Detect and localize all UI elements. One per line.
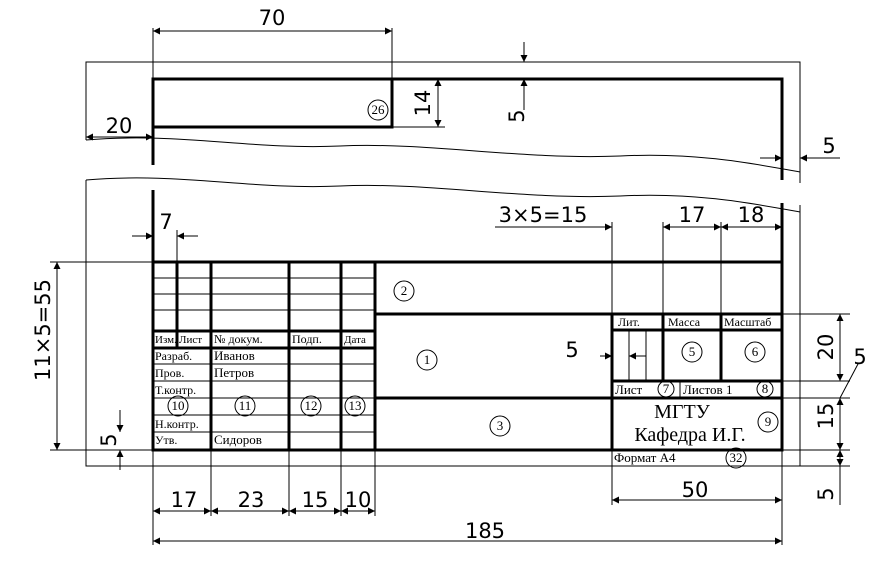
header-mass: Масса <box>668 315 701 329</box>
dim-height-twenty: 20 <box>814 334 838 361</box>
sheets-count-label: Листов 1 <box>683 382 732 397</box>
marker-3: 3 <box>497 418 504 433</box>
dim-bottom-five: 5 <box>814 487 838 500</box>
dim-height-five: 5 <box>853 345 866 369</box>
name-check: Петров <box>214 365 254 380</box>
format-label: Формат А4 <box>614 450 676 465</box>
field-markers: 26 2 1 3 5 6 7 8 9 10 11 12 13 32 <box>167 99 779 469</box>
drawing-frame <box>151 77 784 452</box>
marker-2: 2 <box>401 283 408 298</box>
dim-top-width: 70 <box>259 6 286 30</box>
dim-field-height: 14 <box>411 90 435 117</box>
org-line-2: Кафедра И.Г. <box>634 424 745 446</box>
title-block-text: Изм. Лист № докум. Подп. Дата Разраб. Пр… <box>155 315 771 465</box>
role-check: Пров. <box>155 366 184 380</box>
marker-1: 1 <box>424 352 431 367</box>
marker-32: 32 <box>730 450 743 465</box>
dim-cols-small: 3×5=15 <box>499 203 588 227</box>
marker-7: 7 <box>663 381 670 396</box>
dim-rows-total: 11×5=55 <box>31 279 55 381</box>
dimension-lines <box>50 27 859 545</box>
dim-col-mass: 17 <box>679 203 706 227</box>
dim-left-margin: 20 <box>106 114 133 138</box>
dim-height-fifteen: 15 <box>814 403 838 430</box>
role-develop: Разраб. <box>155 349 192 363</box>
dim-col-10: 10 <box>345 488 372 512</box>
role-tcontrol: Т.контр. <box>155 383 196 397</box>
marker-11: 11 <box>239 398 252 413</box>
dim-row-five-left: 5 <box>97 433 121 446</box>
marker-9: 9 <box>765 414 772 429</box>
dim-width-fifty: 50 <box>682 478 709 502</box>
dim-total-185: 185 <box>465 519 505 543</box>
marker-26: 26 <box>372 102 386 117</box>
header-lit: Лит. <box>618 315 640 329</box>
marker-13: 13 <box>349 398 362 413</box>
name-develop: Иванов <box>214 348 255 363</box>
header-date: Дата <box>344 334 366 346</box>
dim-right-margin: 5 <box>822 134 835 158</box>
role-ncontrol: Н.контр. <box>155 417 199 431</box>
marker-8: 8 <box>762 381 769 396</box>
name-approve: Сидоров <box>214 432 262 447</box>
dim-col-scale: 18 <box>738 203 765 227</box>
org-line-1: МГТУ <box>654 401 711 423</box>
dim-col-first: 7 <box>159 210 172 234</box>
marker-6: 6 <box>752 344 759 359</box>
role-approve: Утв. <box>155 433 177 447</box>
header-scale: Масштаб <box>724 315 771 329</box>
dim-col-23: 23 <box>238 488 265 512</box>
marker-12: 12 <box>305 398 318 413</box>
dim-row-five-mid: 5 <box>565 338 578 362</box>
header-sign: Подп. <box>292 332 322 346</box>
marker-5: 5 <box>689 344 696 359</box>
sheet-outline <box>85 61 801 467</box>
header-doc-no: № докум. <box>214 332 263 346</box>
dim-col-15: 15 <box>302 488 329 512</box>
title-block <box>153 260 782 452</box>
sheet-label: Лист <box>615 382 643 397</box>
dim-top-gap: 5 <box>505 109 529 122</box>
header-izm: Изм. <box>155 334 177 346</box>
marker-10: 10 <box>172 398 185 413</box>
header-list: Лист <box>179 334 202 346</box>
dim-col-17: 17 <box>171 488 198 512</box>
